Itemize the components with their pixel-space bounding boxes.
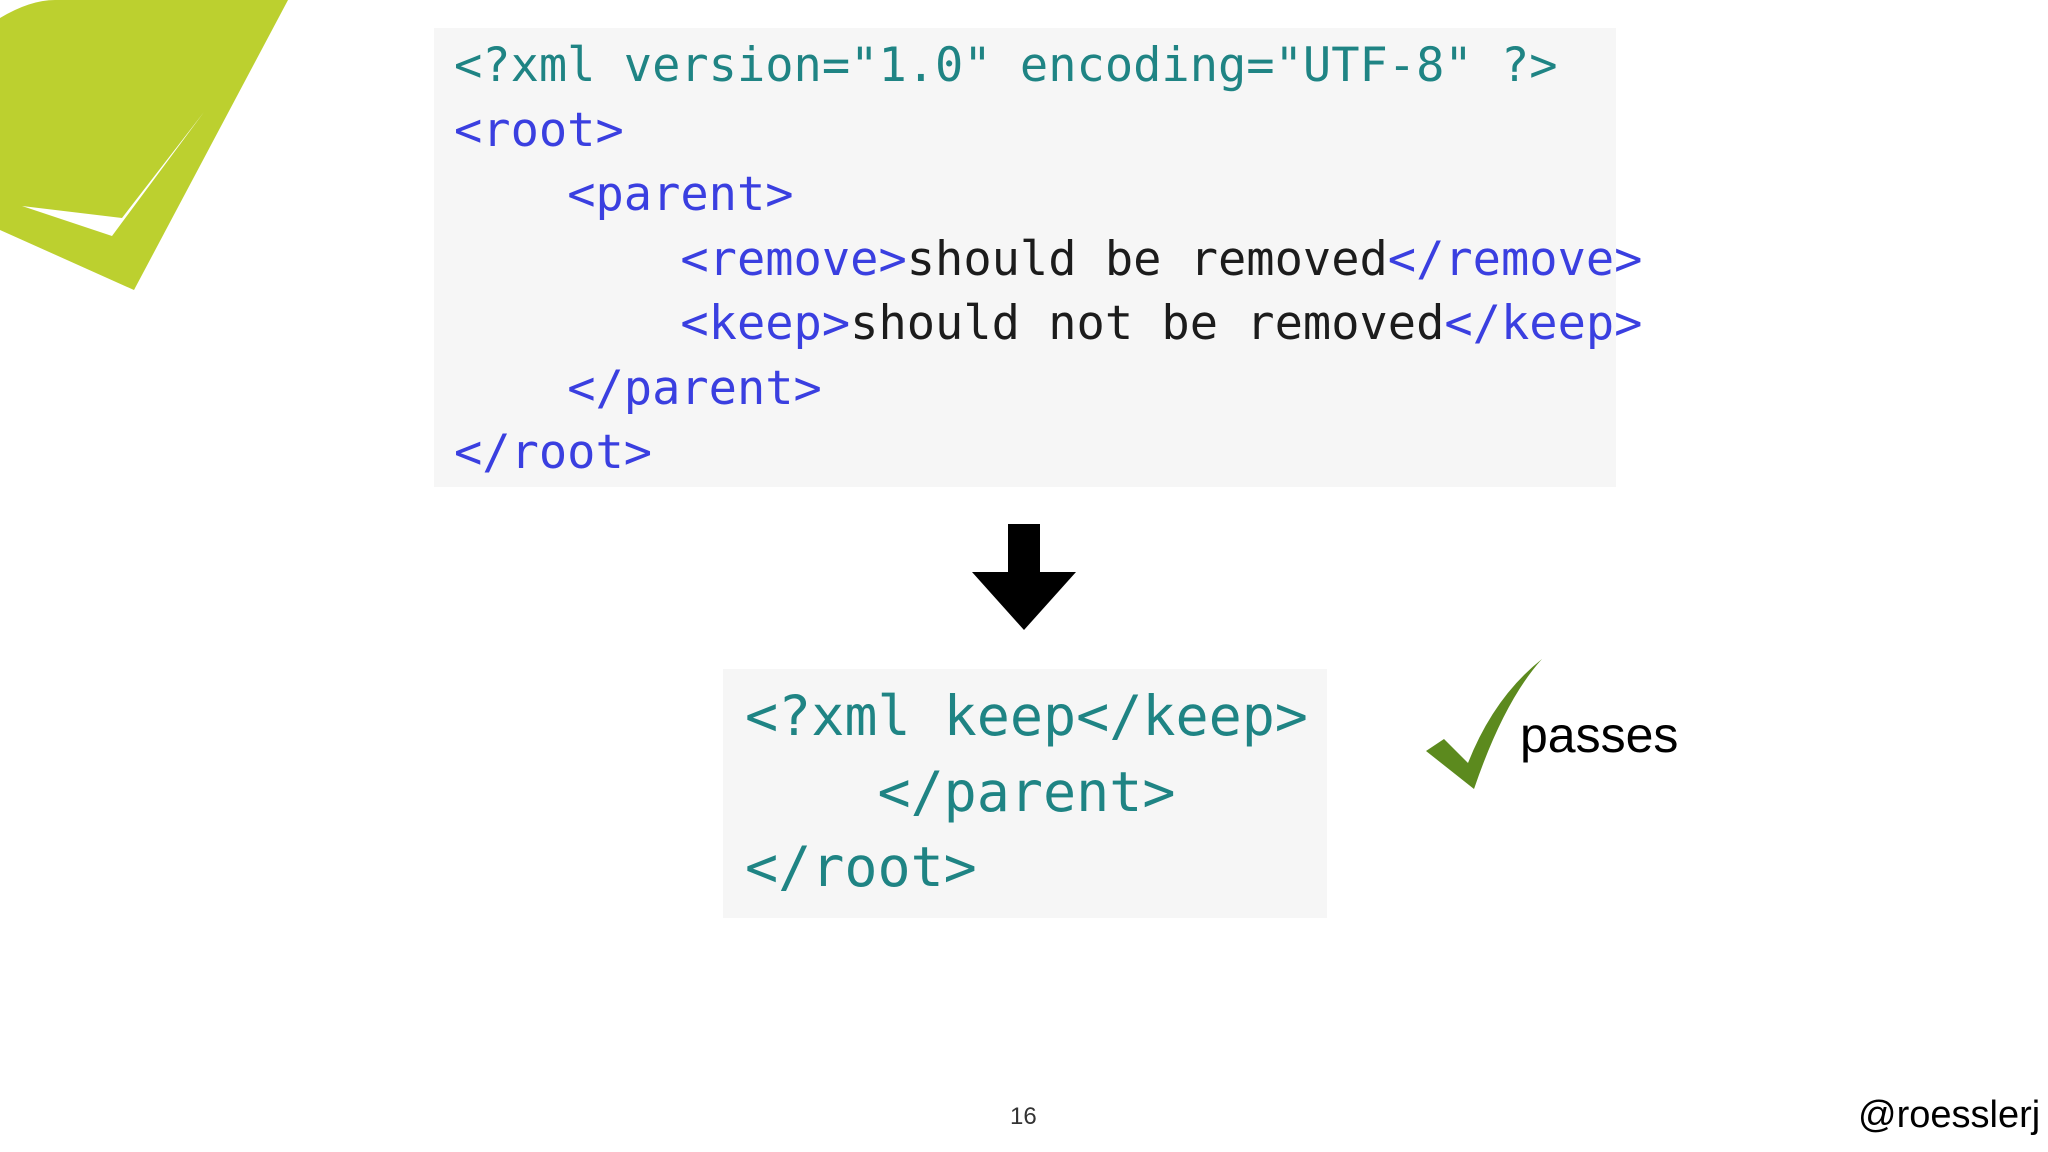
author-handle: @roesslerj <box>1858 1094 2041 1136</box>
input-code-line: <?xml version="1.0" encoding="UTF-8" ?> <box>454 34 1616 99</box>
input-code-token-indent <box>454 361 567 416</box>
passes-label: passes <box>1520 707 1679 763</box>
input-code-line: </root> <box>454 421 1616 486</box>
xml-input-code-block: <?xml version="1.0" encoding="UTF-8" ?> <… <box>434 28 1642 487</box>
checkmark-icon <box>1426 659 1542 789</box>
input-code-line: </parent> <box>454 357 1616 422</box>
input-code-token-indent <box>454 167 567 222</box>
input-code-token-tag: <keep> <box>680 296 851 351</box>
input-code-token-text: should be removed <box>906 231 1388 287</box>
input-code-token-tag: <remove> <box>680 231 907 287</box>
input-code-line: <remove>should be removed</remove> <box>454 228 1642 293</box>
input-code-token-tag: </remove> <box>1387 231 1643 287</box>
output-code-token-bottom: </root> <box>745 835 977 899</box>
output-code-token-bottom: </parent> <box>877 759 1176 824</box>
input-code-token-indent <box>454 296 680 351</box>
arrow-down-icon <box>972 524 1076 630</box>
input-code-line: <keep>should not be removed</keep> <box>454 292 1642 357</box>
output-code-line: <?xml keep</keep> <box>745 679 1327 755</box>
input-code-token-text: should not be removed <box>850 296 1445 351</box>
output-code-line: </parent> <box>745 755 1327 831</box>
leaf-check-logo-icon <box>0 0 288 290</box>
output-code-token-bottom: <?xml keep</keep> <box>745 684 1308 748</box>
input-code-token-indent <box>454 232 680 287</box>
input-code-token-tag: </root> <box>454 425 653 480</box>
output-code-token-indent <box>745 760 877 824</box>
xml-output-code-block: <?xml keep</keep> </parent> </root> <box>723 669 1327 918</box>
input-code-token-tag: <parent> <box>567 167 794 222</box>
input-code-token-pi: <?xml version="1.0" encoding="UTF-8" ?> <box>454 38 1558 93</box>
input-code-token-tag: </keep> <box>1444 296 1643 351</box>
input-code-line: <parent> <box>454 163 1616 228</box>
input-code-token-tag: <root> <box>454 102 624 158</box>
input-code-token-tag: </parent> <box>567 360 822 416</box>
page-number: 16 <box>1010 1103 1037 1130</box>
output-code-line: </root> <box>745 830 1327 906</box>
input-code-line: <root> <box>454 99 1616 164</box>
